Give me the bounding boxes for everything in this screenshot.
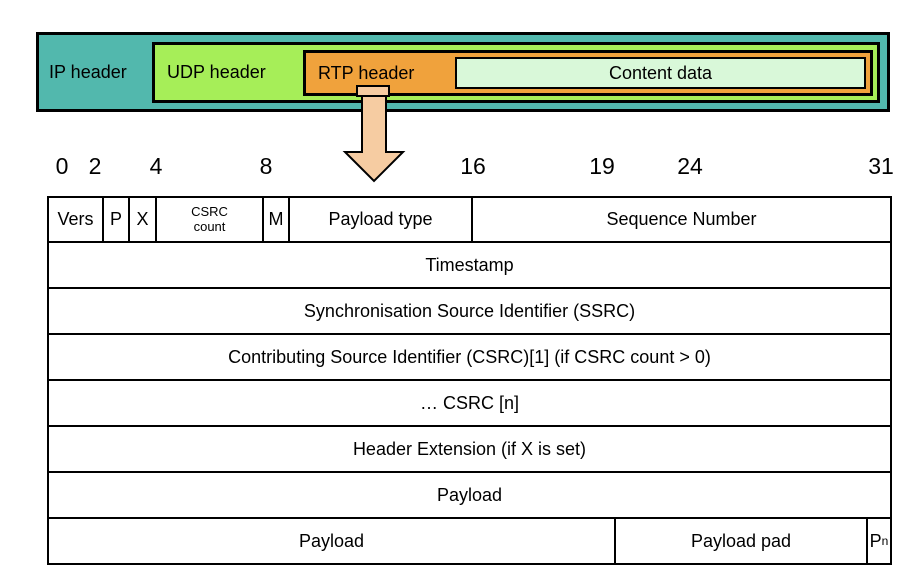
field-payload-type: Payload type: [288, 198, 471, 241]
table-row-flags: Vers P X CSRC count M Payload type Seque…: [49, 198, 890, 241]
field-csrc-count-label: CSRC count: [191, 204, 228, 234]
bit-label-0: 0: [55, 153, 69, 179]
bit-label-24: 24: [677, 153, 703, 179]
bit-label-2: 2: [88, 153, 102, 179]
content-data-box: Content data: [455, 57, 866, 89]
field-payload-2: Payload: [298, 530, 365, 551]
field-version: Vers: [57, 209, 94, 229]
field-payload: Payload: [49, 471, 890, 517]
field-marker: M: [262, 198, 288, 241]
bit-label-4: 4: [149, 153, 163, 179]
field-timestamp: Timestamp: [49, 241, 890, 287]
rtp-header-label: RTP header: [318, 62, 415, 83]
field-csrc-1: Contributing Source Identifier (CSRC)[1]…: [49, 333, 890, 379]
field-extension-flag: X: [128, 198, 155, 241]
ip-header-label: IP header: [49, 61, 127, 82]
bit-label-19: 19: [589, 153, 615, 179]
field-ssrc: Synchronisation Source Identifier (SSRC): [49, 287, 890, 333]
field-payload-pad: Payload pad: [614, 519, 866, 563]
field-header-extension: Header Extension (if X is set): [49, 425, 890, 471]
bit-label-8: 8: [259, 153, 273, 179]
down-arrow-icon: [342, 85, 406, 183]
field-padding-flag: P: [102, 198, 128, 241]
field-csrc-n: … CSRC [n]: [49, 379, 890, 425]
bit-label-31: 31: [868, 153, 894, 179]
field-sequence-number: Sequence Number: [471, 198, 890, 241]
content-data-label: Content data: [608, 62, 713, 83]
field-csrc-count: CSRC count: [155, 198, 262, 241]
bit-scale: 0 2 4 8 16 19 24 31: [0, 152, 924, 182]
rtp-header-table: Vers P X CSRC count M Payload type Seque…: [47, 196, 892, 565]
field-pad-count-base: P: [869, 530, 882, 551]
bit-label-16: 16: [460, 153, 486, 179]
udp-header-label: UDP header: [167, 62, 266, 82]
